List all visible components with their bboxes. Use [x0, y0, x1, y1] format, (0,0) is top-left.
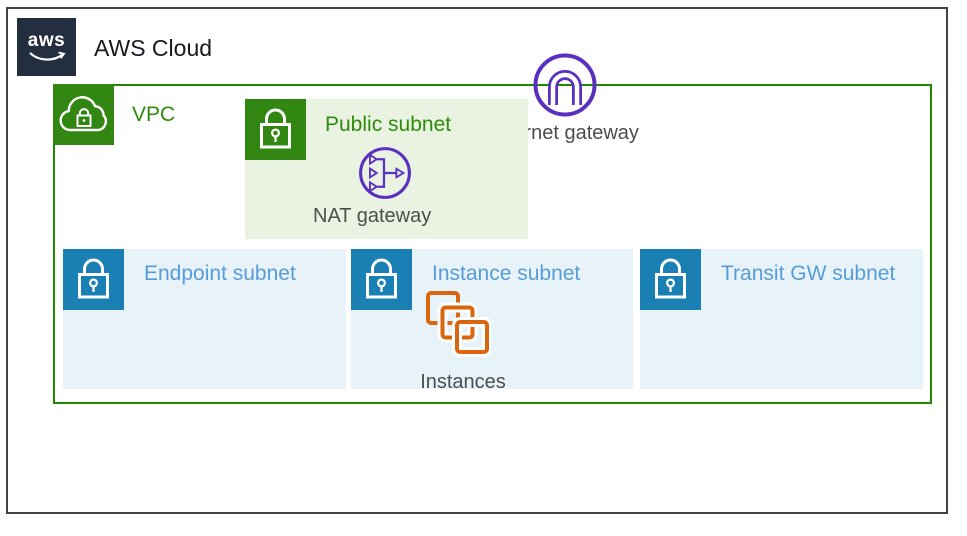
endpoint-subnet: Endpoint subnet	[63, 249, 346, 389]
endpoint-subnet-icon	[63, 249, 124, 310]
diagram-title: AWS Cloud	[94, 35, 213, 61]
public-subnet-icon	[245, 99, 306, 160]
public-subnet-label: Public subnet	[325, 113, 452, 136]
aws-cloud-container: aws AWS Cloud VPC	[6, 7, 948, 514]
internet-gateway-icon	[533, 53, 597, 117]
vpc-icon	[53, 84, 114, 145]
lock-icon	[655, 258, 686, 299]
instance-subnet: Instance subnet Instances	[351, 249, 633, 393]
nat-gateway-label: NAT gateway	[313, 205, 432, 227]
lock-icon	[366, 258, 397, 299]
public-subnet: Public subnet NAT gateway	[245, 99, 528, 239]
cloud-lock-icon	[58, 95, 107, 131]
instances-icon	[426, 291, 491, 357]
aws-logo: aws	[17, 18, 76, 76]
instances-label: Instances	[420, 371, 506, 393]
lock-icon	[78, 258, 109, 299]
transit-gw-subnet-label: Transit GW subnet	[721, 262, 896, 285]
transit-gw-subnet: Transit GW subnet	[640, 249, 923, 389]
aws-logo-text: aws	[27, 29, 66, 51]
instance-subnet-label: Instance subnet	[432, 262, 581, 285]
vpc-container: VPC Internet gateway Public su	[53, 53, 932, 404]
transit-gw-subnet-icon	[640, 249, 701, 310]
instance-subnet-icon	[351, 249, 412, 310]
internet-gateway-label: Internet gateway	[491, 122, 639, 144]
endpoint-subnet-label: Endpoint subnet	[144, 262, 296, 285]
lock-icon	[260, 108, 291, 149]
nat-gateway-icon	[359, 147, 411, 199]
aws-smile-icon	[28, 51, 66, 61]
vpc-label: VPC	[132, 103, 176, 126]
